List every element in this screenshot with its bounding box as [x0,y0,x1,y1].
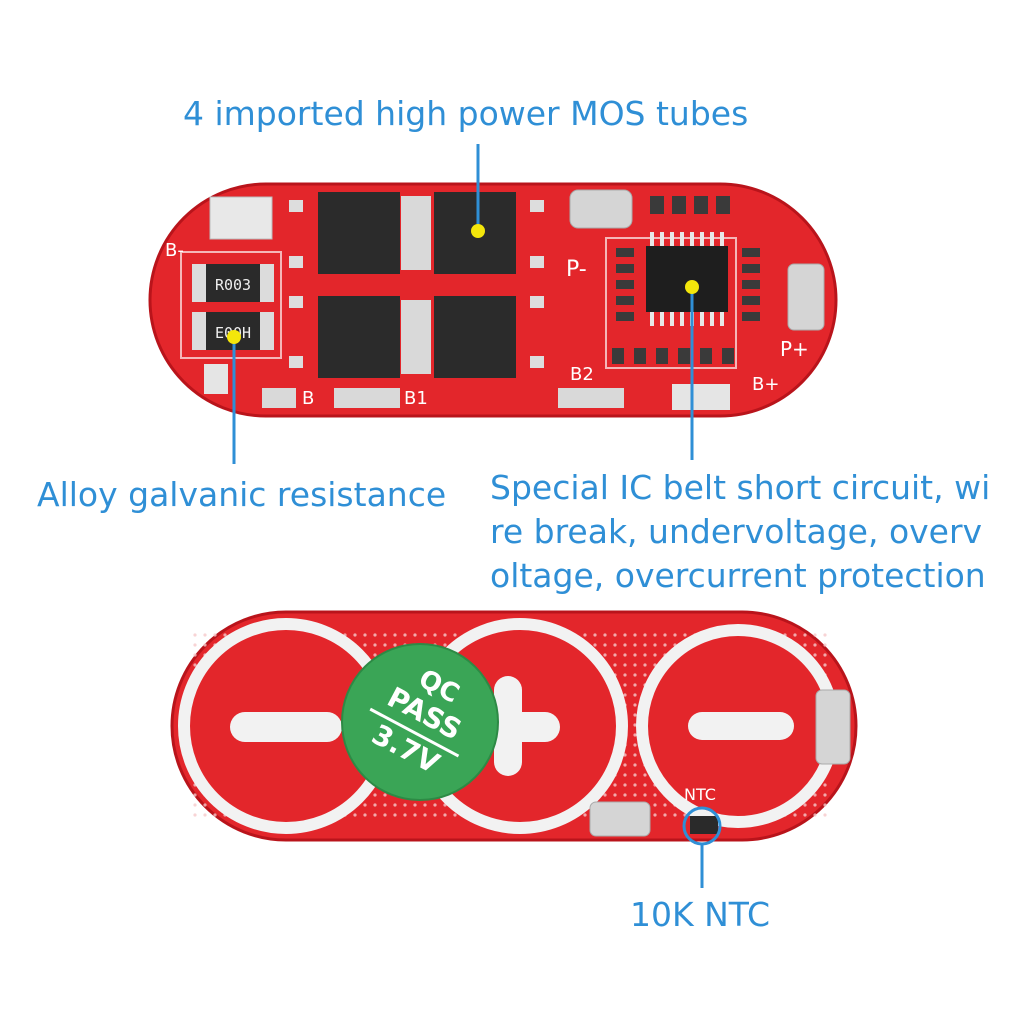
mos-tube-1 [318,192,400,274]
qc-pass-sticker: QC PASS 3.7V [341,643,499,801]
leader-lines [227,144,722,888]
mos-tube-3 [318,296,400,378]
mos-tubes [289,192,544,378]
resistor-top-label: R003 [215,276,251,294]
front-board: R003 E00H B- P- [148,182,838,418]
resistor-r003: R003 [192,264,274,302]
resistor-marker-dot [227,330,241,344]
protection-ic-callout: Special IC belt short circuit, wi re bre… [490,468,991,595]
pad-p-minus-label: P- [566,257,587,282]
pad-p-plus-label: P+ [780,337,809,361]
minus-pad-2 [688,712,794,740]
protection-ic [646,246,728,312]
mos-tube-4 [434,296,516,378]
pad-b-label: B [302,388,314,409]
ic-marker-dot [685,280,699,294]
ntc-board-label: NTC [684,785,716,804]
pad-b1-label: B1 [404,388,428,409]
alloy-resistance-callout: Alloy galvanic resistance [37,475,447,514]
pad-b-plus-label: B+ [752,374,779,395]
pad-b-minus-label: B- [165,240,184,261]
resistor-frame [180,251,282,359]
mos-marker-dot [471,224,485,238]
minus-pad-1 [230,712,342,742]
pad-b2-label: B2 [570,364,594,385]
ntc-sensor [690,816,718,834]
back-board: NTC QC PASS 3.7V [170,610,858,842]
ntc-callout: 10K NTC [630,895,771,934]
front-connector-top [209,196,273,240]
mos-tubes-callout: 4 imported high power MOS tubes [183,94,749,133]
